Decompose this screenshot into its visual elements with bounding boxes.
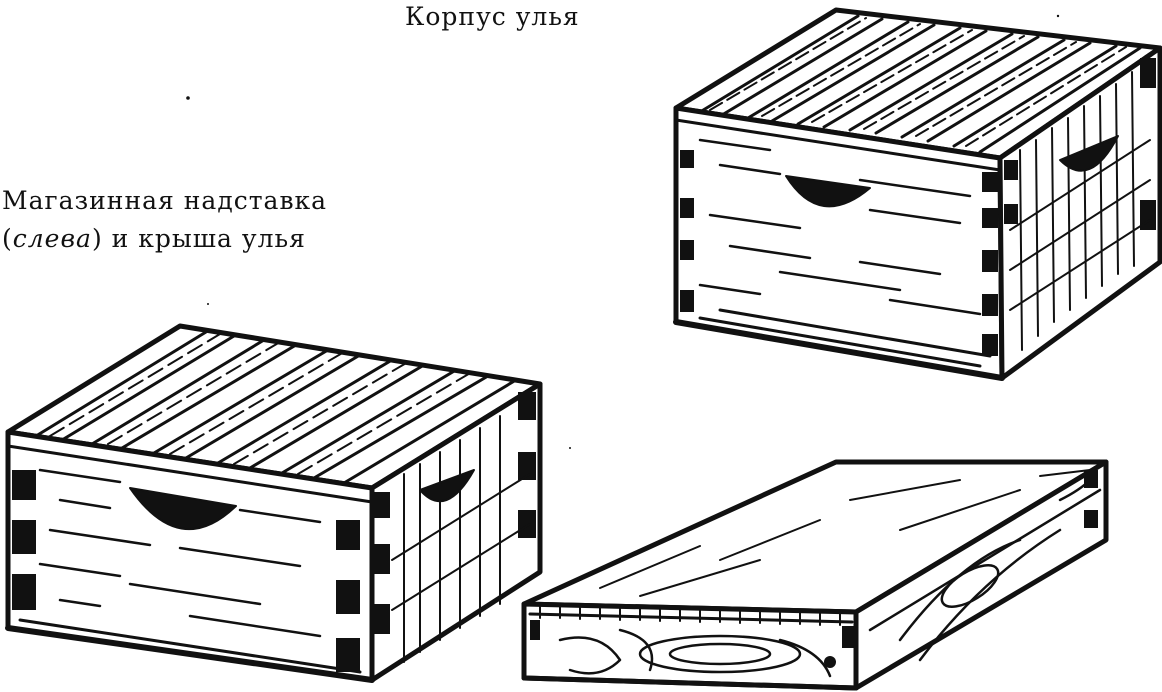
honey-super-side-grain (391, 415, 531, 663)
super-caption-line-1: Магазинная надставка (2, 186, 328, 215)
hive-body-drawing (673, 7, 1162, 381)
hive-body-front-grain (698, 138, 992, 368)
honey-super-frames (34, 330, 518, 485)
hive-body-joints (680, 58, 1156, 356)
super-caption-line-2: (слева) и крыша улья (2, 224, 306, 253)
roof-words: и крыша улья (102, 224, 306, 253)
honey-super-frame-shading (49, 333, 473, 475)
paren-open: ( (2, 224, 13, 253)
paren-close: ) (91, 224, 103, 253)
hive-body-frame-shading (709, 17, 1127, 147)
hive-roof-top-grain (599, 469, 1091, 597)
hive-roof-wood-knots (558, 628, 832, 678)
print-specks (186, 14, 1060, 449)
honey-super-joints (12, 392, 536, 672)
hive-body-caption: Корпус улья (405, 2, 580, 31)
hive-roof-joints (530, 470, 1098, 668)
hive-body-frames (698, 14, 1142, 154)
left-word: слева (12, 224, 92, 253)
honey-super-drawing (5, 323, 543, 683)
hive-roof-edge-hatch (539, 605, 841, 626)
hive-roof-side-knots (868, 478, 1102, 662)
hive-roof-drawing (521, 459, 1109, 691)
honey-super-front-grain (18, 468, 362, 674)
hive-body-side-grain (1009, 71, 1151, 351)
